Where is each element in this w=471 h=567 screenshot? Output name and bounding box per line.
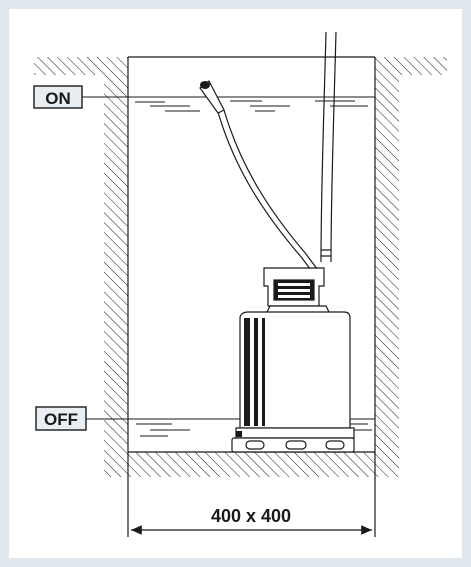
on-label-box: ON xyxy=(33,85,83,109)
off-label: OFF xyxy=(44,410,78,429)
submersible-pump xyxy=(231,267,355,453)
dimension-line xyxy=(127,452,376,537)
water-level-on xyxy=(82,96,375,112)
ground-hatching xyxy=(34,57,447,477)
dimension-label: 400 x 400 xyxy=(211,506,291,526)
discharge-hose xyxy=(320,31,337,263)
off-label-box: OFF xyxy=(35,406,87,431)
on-label: ON xyxy=(45,89,71,108)
float-switch xyxy=(199,80,321,277)
